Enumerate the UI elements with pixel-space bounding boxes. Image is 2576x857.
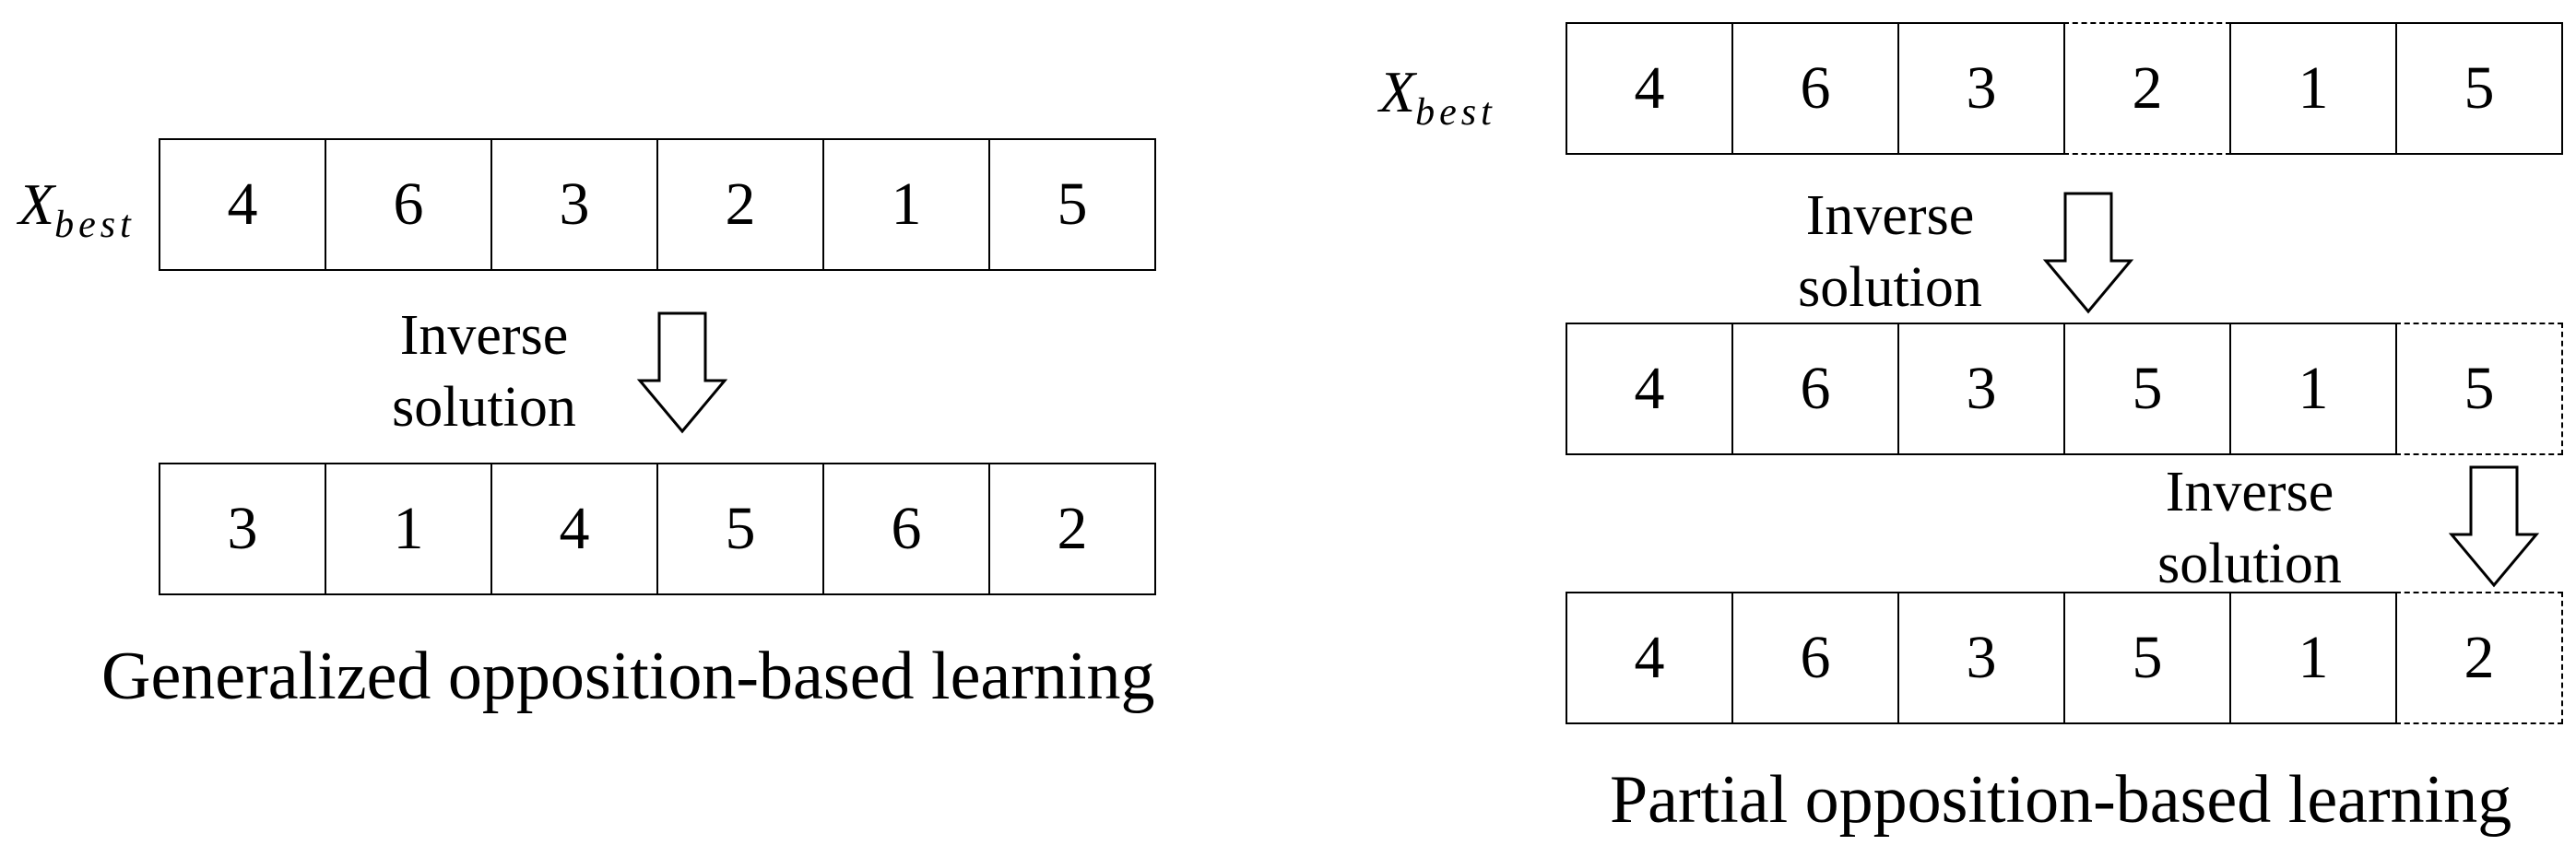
- inverse-solution-line1: Inverse: [1805, 184, 1975, 247]
- solution-cell: 5: [656, 463, 824, 595]
- x-best-label: Xbest: [1379, 63, 1496, 134]
- solution-cell: 6: [1731, 592, 1899, 724]
- solution-cell: 4: [1566, 323, 1733, 455]
- inverse-solution-label: Inverse solution: [2134, 456, 2365, 600]
- down-arrow-icon: [636, 311, 728, 434]
- solution-cell: 6: [325, 138, 492, 271]
- solution-cell: 3: [490, 138, 658, 271]
- solution-cell: 6: [822, 463, 990, 595]
- solution-cell: 5: [2063, 592, 2231, 724]
- solution-cell: 6: [1731, 323, 1899, 455]
- solution-cell: 1: [2229, 592, 2397, 724]
- x-best-label: Xbest: [18, 175, 136, 246]
- x-best-main: X: [1379, 59, 1416, 124]
- inverse-solution-line1: Inverse: [399, 304, 569, 367]
- solution-cell: 6: [1731, 22, 1899, 155]
- solution-cell: 4: [1566, 592, 1733, 724]
- solution-cell: 1: [2229, 22, 2397, 155]
- x-best-main: X: [18, 171, 55, 237]
- x-best-sub: best: [1415, 91, 1496, 134]
- solution-cell: 1: [325, 463, 492, 595]
- selected-cell: 5: [2395, 323, 2563, 455]
- solution-cell: 2: [988, 463, 1156, 595]
- solution-cell: 1: [2229, 323, 2397, 455]
- solution-cell: 5: [2395, 22, 2563, 155]
- inverse-solution-line2: solution: [2157, 533, 2342, 595]
- intermediate-solution-row: 4 6 3 5 1 5: [1566, 323, 2563, 455]
- solution-cell: 5: [2063, 323, 2231, 455]
- inverse-solution-row: 3 1 4 5 6 2: [159, 463, 1156, 595]
- solution-cell: 1: [822, 138, 990, 271]
- selected-cell: 2: [2395, 592, 2563, 724]
- solution-cell: 3: [1897, 323, 2065, 455]
- generalized-obl-caption: Generalized opposition-based learning: [101, 639, 1155, 714]
- solution-cell: 4: [159, 138, 326, 271]
- generalized-obl-diagram: Xbest 4 6 3 2 1 5 Inverse solution 3 1 4…: [18, 138, 1156, 714]
- down-arrow-icon: [2448, 465, 2540, 588]
- inverse-solution-line2: solution: [392, 376, 576, 439]
- x-best-sub: best: [54, 204, 136, 246]
- down-arrow-icon: [2042, 192, 2134, 314]
- best-solution-row: 4 6 3 2 1 5: [159, 138, 1156, 271]
- solution-cell: 3: [1897, 592, 2065, 724]
- inverse-solution-label: Inverse solution: [369, 299, 599, 443]
- selected-cell: 2: [2063, 22, 2231, 155]
- inverse-solution-line1: Inverse: [2165, 461, 2334, 523]
- partial-inverse-row: 4 6 3 5 1 2: [1566, 592, 2563, 724]
- solution-cell: 5: [988, 138, 1156, 271]
- solution-cell: 2: [656, 138, 824, 271]
- solution-cell: 3: [1897, 22, 2065, 155]
- best-solution-row: 4 6 3 2 1 5: [1566, 22, 2563, 155]
- partial-obl-caption: Partial opposition-based learning: [1610, 762, 2512, 838]
- inverse-solution-label: Inverse solution: [1775, 180, 2005, 323]
- solution-cell: 4: [490, 463, 658, 595]
- partial-obl-diagram: Xbest 4 6 3 2 1 5 Inverse solution 4 6 3…: [1291, 0, 2576, 857]
- solution-cell: 3: [159, 463, 326, 595]
- solution-cell: 4: [1566, 22, 1733, 155]
- inverse-solution-line2: solution: [1798, 256, 1982, 319]
